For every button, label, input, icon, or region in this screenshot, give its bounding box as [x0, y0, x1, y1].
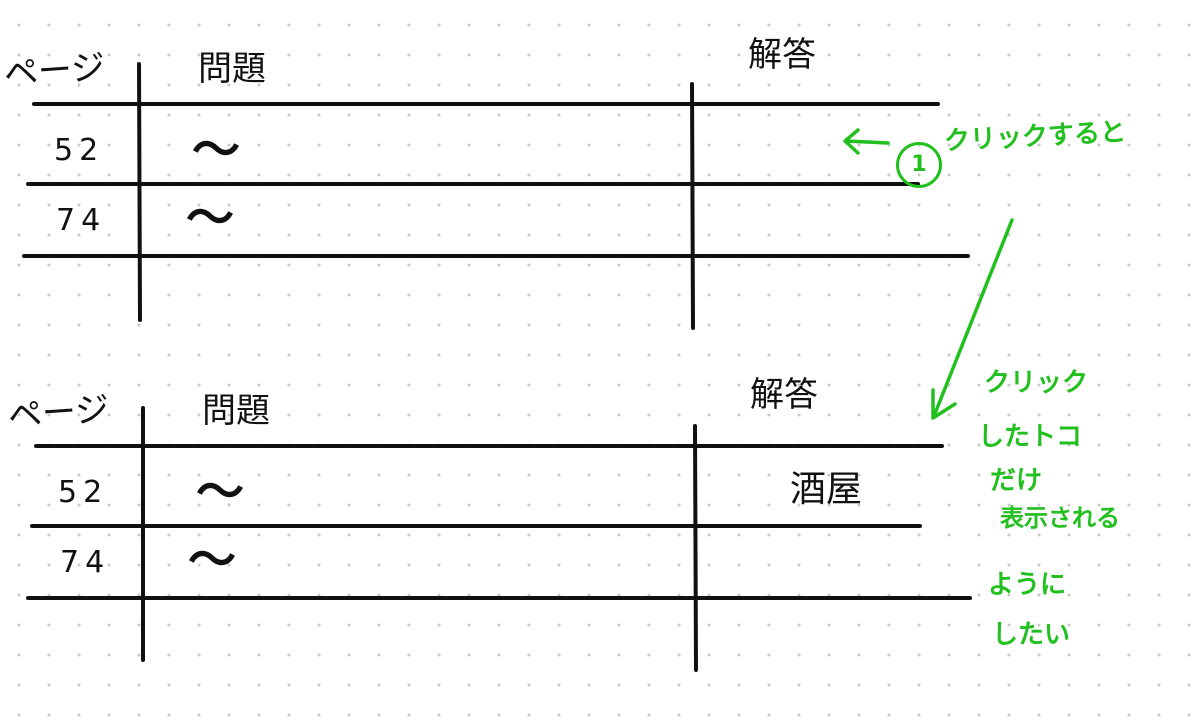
bottom-row1-question[interactable]: 〜 — [196, 464, 245, 520]
top-header-page: ページ — [2, 47, 107, 95]
step-marker-circle: 1 — [896, 142, 942, 188]
top-row1-page: 52 — [54, 133, 105, 168]
result-note-line3: だけ — [990, 466, 1043, 496]
result-note-line4: 表示される — [1000, 504, 1120, 532]
top-row2-question[interactable]: 〜 — [186, 190, 235, 246]
down-arrow — [931, 218, 1014, 420]
left-arrow — [843, 128, 890, 155]
top-header-answer: 解答 — [748, 35, 816, 75]
result-note-line2: したトコ — [978, 422, 1083, 452]
result-note-line1: クリック — [984, 368, 1089, 398]
result-note-line5: ように — [988, 570, 1067, 600]
bottom-col2-divider — [693, 424, 698, 672]
bottom-header-question: 問題 — [202, 391, 270, 431]
bottom-row1-page: 52 — [58, 475, 109, 510]
top-col2-divider — [690, 82, 695, 330]
bottom-row1-answer[interactable]: 酒屋 — [790, 469, 863, 510]
bottom-header-page: ページ — [6, 389, 111, 437]
top-col1-divider — [137, 62, 142, 322]
top-header-question: 問題 — [198, 49, 266, 89]
top-row2-page: 74 — [56, 203, 107, 238]
top-row1-question[interactable]: 〜 — [192, 122, 241, 178]
bottom-header-answer: 解答 — [750, 375, 818, 415]
bottom-row2-question[interactable]: 〜 — [188, 532, 237, 588]
result-note-line6: したい — [992, 620, 1071, 650]
bottom-row2-page: 74 — [60, 545, 111, 580]
